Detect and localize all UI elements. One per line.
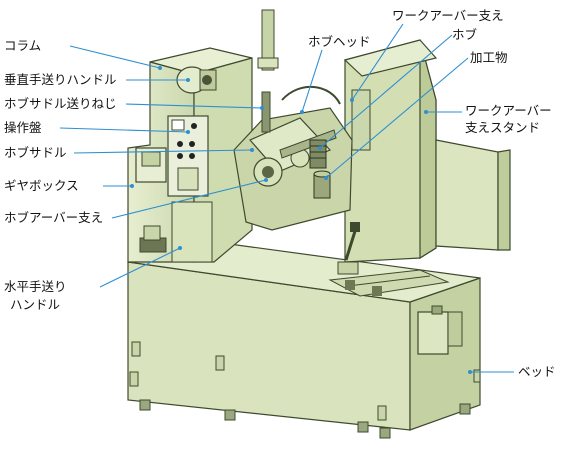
label-work-arbor-stand-line2: 支えスタンド (465, 120, 541, 135)
label-hob-head: ホブヘッド (308, 34, 371, 49)
label-hob-saddle-feed-screw: ホブサドル送りねじ (4, 96, 117, 111)
label-hob-saddle: ホブサドル (4, 145, 67, 160)
leader-lines (59, 23, 514, 374)
coolant-box (417, 305, 463, 355)
column (127, 9, 279, 263)
label-bed: ベッド (518, 364, 556, 379)
hob-saddle (233, 85, 353, 231)
label-gearbox: ギヤボックス (4, 178, 79, 193)
label-control-panel: 操作盤 (4, 120, 42, 135)
label-column: コラム (4, 38, 42, 53)
lever (337, 222, 360, 275)
label-hob-arbor-support: ホブアーバー支え (4, 210, 104, 225)
label-vertical-feed-handle: 垂直手送りハンドル (4, 72, 117, 87)
label-work-arbor-stand-line1: ワークアーバー (465, 103, 552, 118)
work-arbor-stand (343, 39, 511, 263)
label-work-arbor-support: ワークアーバー支え (392, 8, 504, 23)
label-horizontal-feed-handle-line2: ハンドル (10, 297, 61, 312)
label-horizontal-feed-handle-line1: 水平手送り (4, 279, 67, 294)
label-workpiece: 加工物 (470, 50, 508, 65)
bed-slide (328, 269, 450, 297)
label-hob: ホブ (452, 27, 478, 42)
